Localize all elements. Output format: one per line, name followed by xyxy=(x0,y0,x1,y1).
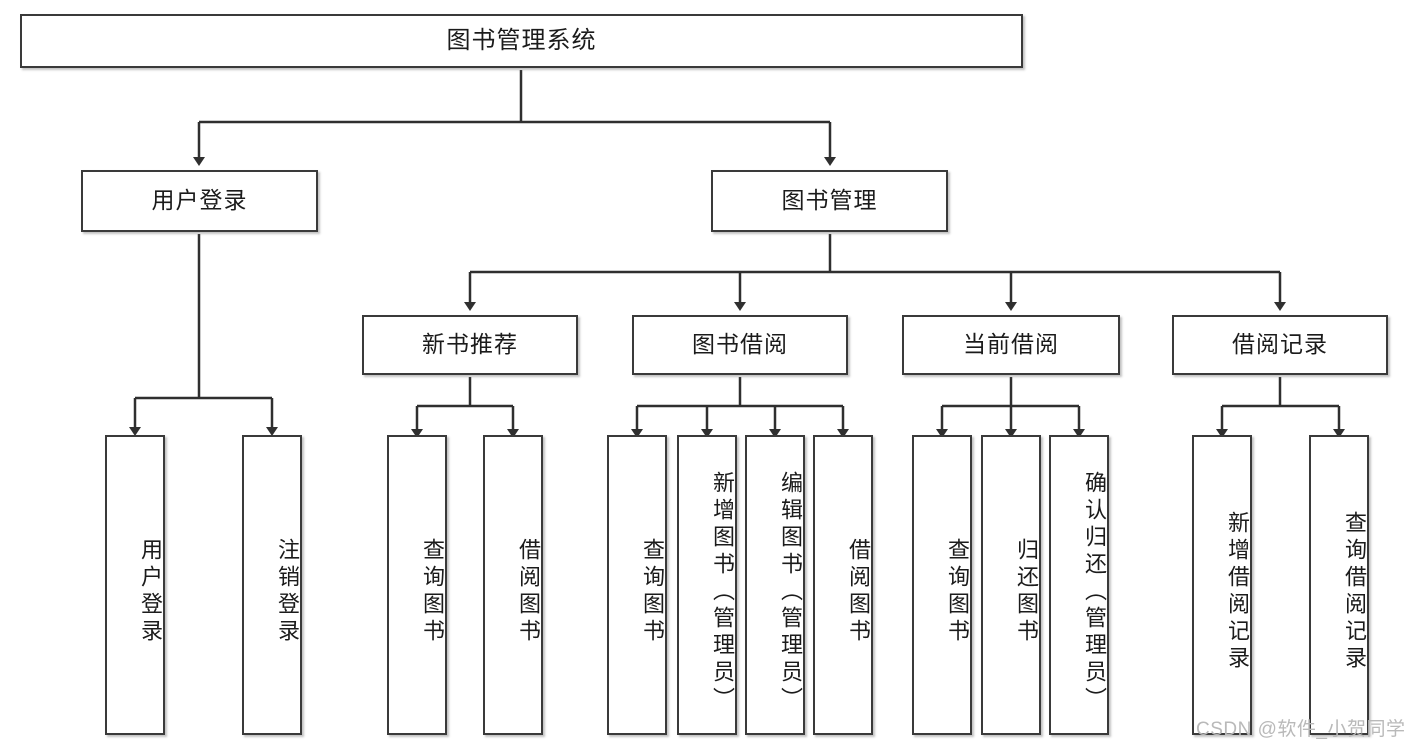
node-leaf-user-logout-label: 注销登录 xyxy=(275,538,300,646)
node-leaf-query-book-3-label: 查询图书 xyxy=(945,538,970,646)
node-leaf-confirm-return-label: 确认归还（管理员） xyxy=(1082,470,1107,714)
node-book-manage-label: 图书管理 xyxy=(781,187,878,214)
node-leaf-query-book-3[interactable]: 查询图书 xyxy=(912,435,972,735)
node-book-manage[interactable]: 图书管理 xyxy=(711,170,948,232)
node-leaf-return-book-label: 归还图书 xyxy=(1014,538,1039,646)
node-leaf-query-record-label: 查询借阅记录 xyxy=(1342,511,1367,673)
node-leaf-user-logout[interactable]: 注销登录 xyxy=(242,435,302,735)
node-root[interactable]: 图书管理系统 xyxy=(20,14,1023,68)
node-leaf-edit-book[interactable]: 编辑图书（管理员） xyxy=(745,435,805,735)
node-leaf-add-book[interactable]: 新增图书（管理员） xyxy=(677,435,737,735)
csdn-watermark: CSDN @软件_小贺同学 xyxy=(1196,719,1405,740)
node-user-login-label: 用户登录 xyxy=(151,187,248,214)
node-current-borrow-label: 当前借阅 xyxy=(963,331,1059,358)
node-user-login[interactable]: 用户登录 xyxy=(81,170,318,232)
node-leaf-borrow-book-1[interactable]: 借阅图书 xyxy=(483,435,543,735)
node-leaf-return-book[interactable]: 归还图书 xyxy=(981,435,1041,735)
node-leaf-borrow-book-2[interactable]: 借阅图书 xyxy=(813,435,873,735)
node-leaf-borrow-book-2-label: 借阅图书 xyxy=(846,538,871,646)
node-leaf-add-record-label: 新增借阅记录 xyxy=(1225,511,1250,673)
node-leaf-add-record[interactable]: 新增借阅记录 xyxy=(1192,435,1252,735)
node-leaf-query-book-2-label: 查询图书 xyxy=(640,538,665,646)
node-new-book-recommend-label: 新书推荐 xyxy=(422,331,518,358)
node-leaf-confirm-return[interactable]: 确认归还（管理员） xyxy=(1049,435,1109,735)
node-leaf-query-book-1[interactable]: 查询图书 xyxy=(387,435,447,735)
node-leaf-edit-book-label: 编辑图书（管理员） xyxy=(778,470,803,714)
node-leaf-user-login[interactable]: 用户登录 xyxy=(105,435,165,735)
node-book-borrow-label: 图书借阅 xyxy=(692,331,788,358)
node-leaf-query-record[interactable]: 查询借阅记录 xyxy=(1309,435,1369,735)
node-leaf-add-book-label: 新增图书（管理员） xyxy=(710,470,735,714)
node-current-borrow[interactable]: 当前借阅 xyxy=(902,315,1120,375)
node-leaf-borrow-book-1-label: 借阅图书 xyxy=(516,538,541,646)
node-borrow-record[interactable]: 借阅记录 xyxy=(1172,315,1388,375)
node-leaf-query-book-1-label: 查询图书 xyxy=(420,538,445,646)
node-leaf-user-login-label: 用户登录 xyxy=(138,538,163,646)
node-root-label: 图书管理系统 xyxy=(446,26,597,54)
node-new-book-recommend[interactable]: 新书推荐 xyxy=(362,315,578,375)
node-book-borrow[interactable]: 图书借阅 xyxy=(632,315,848,375)
node-borrow-record-label: 借阅记录 xyxy=(1232,331,1328,358)
node-leaf-query-book-2[interactable]: 查询图书 xyxy=(607,435,667,735)
